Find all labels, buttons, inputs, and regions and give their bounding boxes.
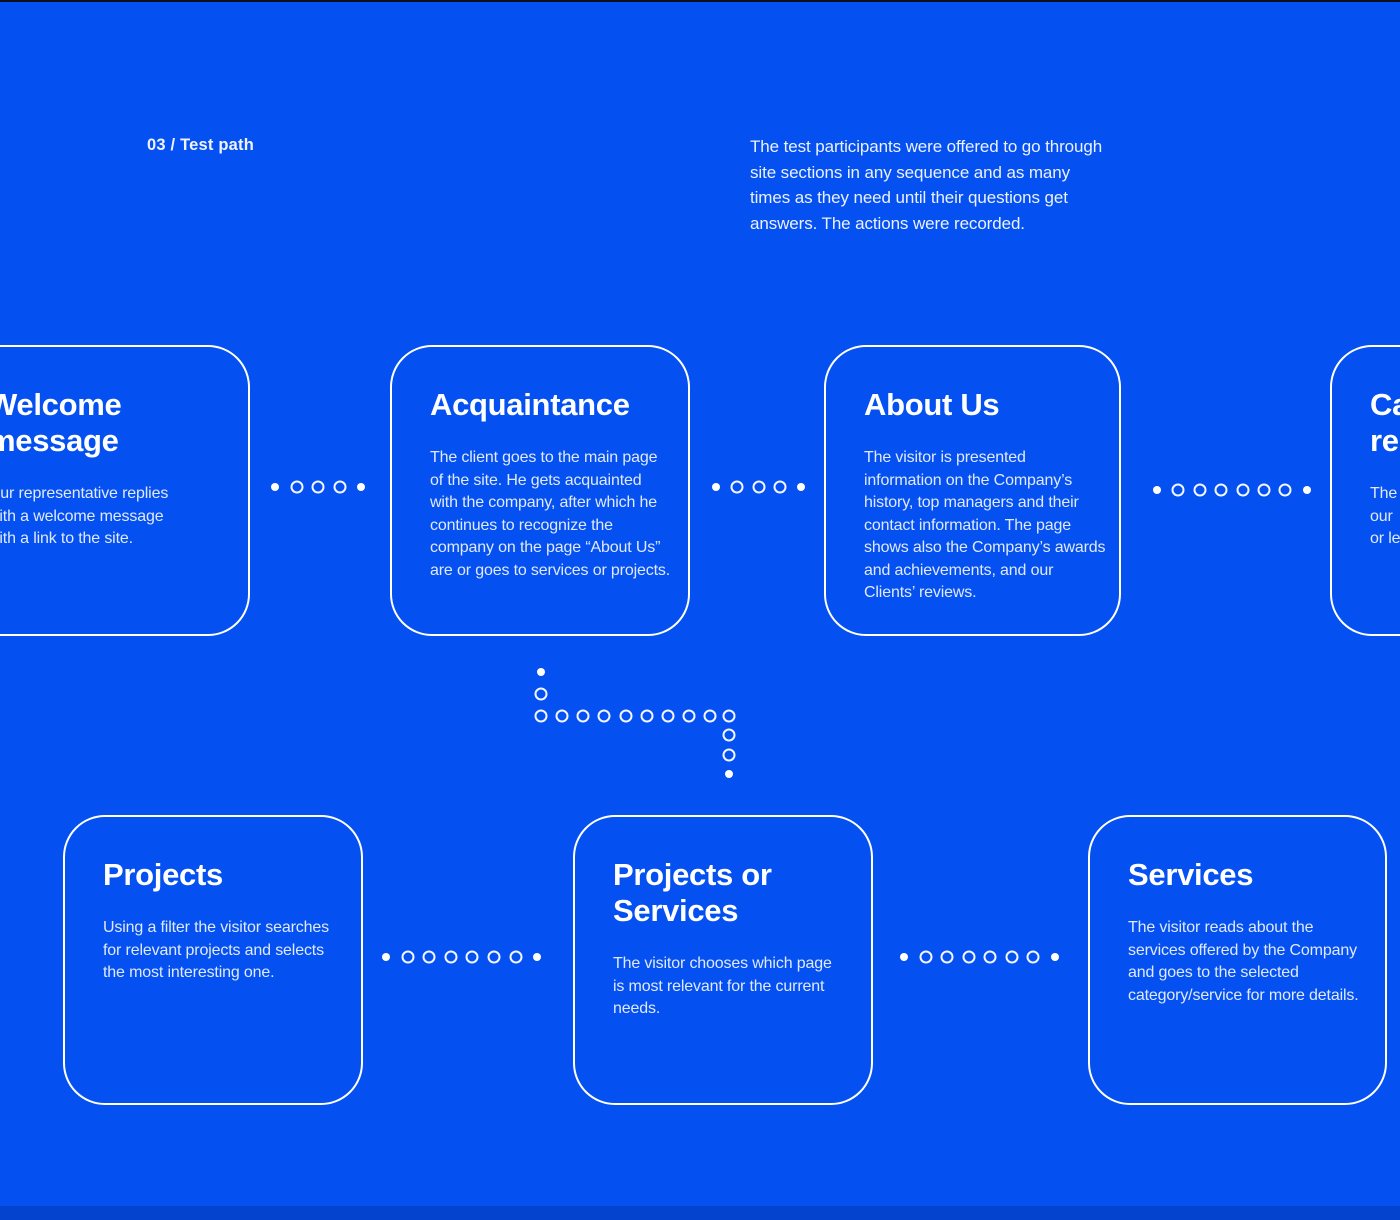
card-title: Services bbox=[1128, 857, 1254, 892]
card-title: Ca re bbox=[1370, 387, 1400, 458]
projects-or-services-to-services-dot bbox=[962, 950, 975, 964]
flow-card-projects: Projects Using a filter the visitor sear… bbox=[63, 815, 363, 1105]
row-transition-path-dot bbox=[537, 668, 545, 676]
projects-to-projects-or-services-dot bbox=[444, 950, 458, 964]
flow-card-welcome-message: Welcome message Our representative repli… bbox=[0, 345, 250, 636]
flow-card-projects-or-services: Projects or Services The visitor chooses… bbox=[573, 815, 873, 1105]
projects-or-services-to-services-dot bbox=[919, 950, 932, 964]
card-body: The visitor is presented information on … bbox=[864, 449, 1106, 601]
card-title: Welcome message bbox=[0, 387, 122, 458]
section-kicker: 03 / Test path bbox=[147, 136, 255, 154]
card-title: Projects bbox=[103, 857, 223, 892]
card-title: Acquaintance bbox=[430, 387, 630, 422]
flow-card-services: Services The visitor reads about the ser… bbox=[1088, 815, 1387, 1105]
top-edge-strip bbox=[0, 0, 1400, 2]
card-body: Our representative replies with a welcom… bbox=[0, 485, 169, 547]
about-us-to-next-dot bbox=[1278, 483, 1292, 497]
projects-to-projects-or-services-dot bbox=[533, 953, 542, 961]
acquaintance-to-about-us-dot bbox=[752, 480, 766, 494]
card-body: The visitor reads about the services off… bbox=[1128, 919, 1359, 1004]
row-transition-path-dot bbox=[722, 748, 736, 762]
projects-or-services-to-services-dot bbox=[900, 953, 908, 961]
section-intro: The test participants were offered to go… bbox=[750, 137, 1103, 233]
row-transition-path-dot bbox=[576, 709, 590, 723]
about-us-to-next-dot bbox=[1153, 486, 1161, 494]
acquaintance-to-about-us-dot bbox=[773, 480, 787, 494]
card-body: The visitor chooses which page is most r… bbox=[613, 955, 832, 1017]
acquaintance-to-about-us-dot bbox=[712, 483, 720, 491]
card-body: Using a filter the visitor searches for … bbox=[103, 919, 329, 981]
row-transition-path-dot bbox=[597, 709, 611, 723]
projects-or-services-to-services-dot bbox=[1026, 950, 1040, 964]
flow-card-acquaintance: Acquaintance The client goes to the main… bbox=[390, 345, 690, 636]
row-transition-path-dot bbox=[555, 709, 569, 723]
card-body: The client goes to the main page of the … bbox=[430, 449, 671, 579]
flow-card-clipped-right: Ca re The our or le bbox=[1330, 345, 1400, 636]
projects-to-projects-or-services-dot bbox=[401, 950, 415, 964]
projects-or-services-to-services-dot bbox=[1005, 950, 1018, 964]
projects-to-projects-or-services-dot bbox=[382, 953, 390, 961]
card-title: Projects or Services bbox=[613, 857, 772, 928]
acquaintance-to-about-us-dot bbox=[797, 483, 806, 491]
welcome-to-acquaintance-dot bbox=[271, 483, 279, 491]
row-transition-path-dot bbox=[534, 687, 548, 701]
about-us-to-next-dot bbox=[1193, 483, 1207, 497]
row-transition-path-dot bbox=[640, 709, 654, 723]
projects-or-services-to-services-dot bbox=[940, 950, 954, 964]
row-transition-path-dot bbox=[703, 709, 717, 723]
about-us-to-next-dot bbox=[1302, 486, 1311, 494]
card-body: The our or le bbox=[1370, 485, 1400, 547]
projects-to-projects-or-services-dot bbox=[465, 950, 479, 964]
projects-to-projects-or-services-dot bbox=[509, 950, 523, 964]
welcome-to-acquaintance-dot bbox=[311, 480, 325, 494]
row-transition-path-dot bbox=[725, 770, 733, 778]
row-transition-path-dot bbox=[682, 709, 696, 723]
acquaintance-to-about-us-dot bbox=[730, 480, 744, 494]
about-us-to-next-dot bbox=[1236, 483, 1250, 497]
about-us-to-next-dot bbox=[1214, 483, 1228, 497]
projects-to-projects-or-services-dot bbox=[487, 950, 501, 964]
about-us-to-next-dot bbox=[1257, 483, 1271, 497]
card-title: About Us bbox=[864, 387, 1000, 422]
projects-to-projects-or-services-dot bbox=[422, 950, 436, 964]
flow-card-about-us: About Us The visitor is presented inform… bbox=[824, 345, 1121, 636]
row-transition-path-dot bbox=[722, 709, 736, 723]
bottom-edge-strip bbox=[0, 1206, 1400, 1220]
row-transition-path-dot bbox=[534, 709, 548, 723]
projects-or-services-to-services-dot bbox=[1050, 953, 1059, 961]
welcome-to-acquaintance-dot bbox=[333, 480, 346, 494]
projects-or-services-to-services-dot bbox=[983, 950, 997, 964]
welcome-to-acquaintance-dot bbox=[290, 480, 303, 494]
about-us-to-next-dot bbox=[1171, 483, 1185, 497]
welcome-to-acquaintance-dot bbox=[357, 483, 365, 491]
row-transition-path-dot bbox=[722, 728, 736, 742]
row-transition-path-dot bbox=[619, 709, 633, 723]
row-transition-path-dot bbox=[661, 709, 675, 723]
